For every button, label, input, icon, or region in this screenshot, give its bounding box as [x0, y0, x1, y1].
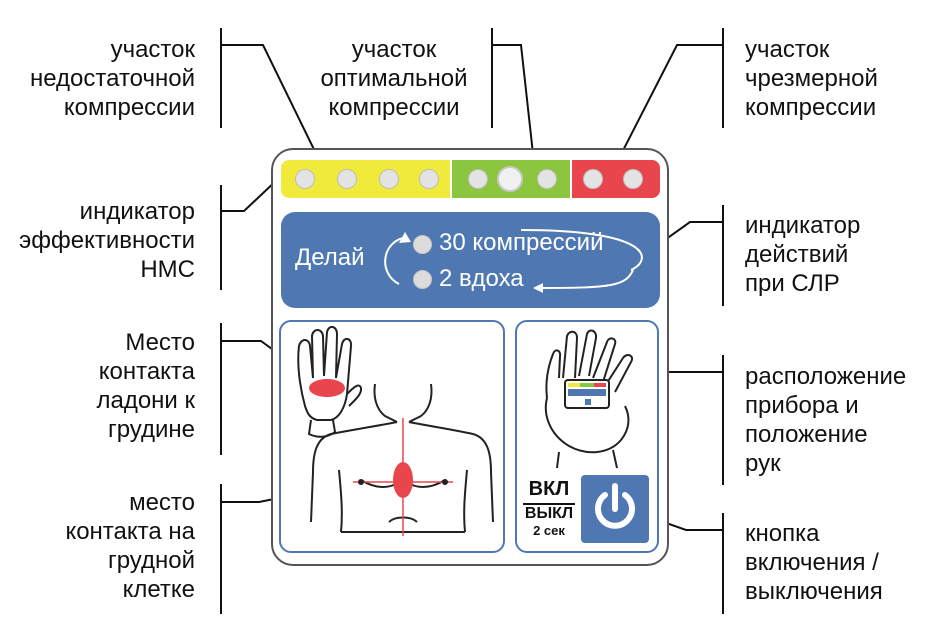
connector-excessive	[611, 44, 723, 173]
breaths-label: 2 вдоха	[439, 265, 524, 292]
led-indicator	[583, 169, 603, 189]
breaths-led	[413, 270, 432, 289]
power-off-label: ВЫКЛ	[524, 505, 574, 522]
callout-excessive: участок чрезмерной компрессии	[745, 36, 878, 121]
led-indicator-active	[497, 166, 523, 192]
led-indicator	[337, 169, 357, 189]
led-indicator	[623, 169, 643, 189]
callout-device-position: расположение прибора и положение рук	[745, 363, 907, 477]
callout-palm-contact: Место контакта ладони к грудине	[96, 329, 195, 443]
callout-optimal: участок оптимальной компрессии	[320, 36, 468, 121]
hands-on-device-icon	[544, 329, 633, 469]
connector-insufficient	[221, 44, 326, 173]
palm-icon	[297, 326, 363, 438]
power-on-label: ВКЛ	[528, 478, 570, 500]
action-prefix: Делай	[295, 244, 365, 271]
palm-contact-zone	[309, 379, 345, 397]
cpr-action-indicator: Делай 30 компрессий 2 вдоха	[281, 212, 660, 308]
callout-insufficient: участок недостаточной компрессии	[29, 36, 195, 121]
power-label-divider	[523, 503, 575, 505]
led-indicator	[379, 169, 399, 189]
hand-and-chest-diagram	[279, 320, 505, 553]
chest-contact-zone	[393, 462, 413, 498]
connector-optimal	[492, 44, 536, 173]
callout-actions: индикатор действий при СЛР	[745, 212, 861, 297]
power-hold-time: 2 сек	[533, 523, 565, 538]
power-icon	[595, 483, 635, 529]
led-indicator	[468, 169, 488, 189]
callout-power-button: кнопка включения / выключения	[745, 520, 883, 605]
power-button[interactable]	[581, 475, 649, 543]
cycle-arrows-icon	[384, 229, 643, 293]
led-indicator	[419, 169, 439, 189]
compressions-led	[413, 235, 432, 254]
led-indicator	[537, 169, 557, 189]
compressions-label: 30 компрессий	[439, 229, 604, 256]
callout-efficiency: индикатор эффективности НМС	[18, 198, 195, 283]
led-indicator	[295, 169, 315, 189]
torso-illustration	[297, 326, 494, 536]
compression-efficiency-indicator	[281, 160, 660, 198]
callout-chest-contact: место контакта на грудной клетке	[65, 489, 195, 603]
connector-efficiency	[221, 177, 280, 212]
